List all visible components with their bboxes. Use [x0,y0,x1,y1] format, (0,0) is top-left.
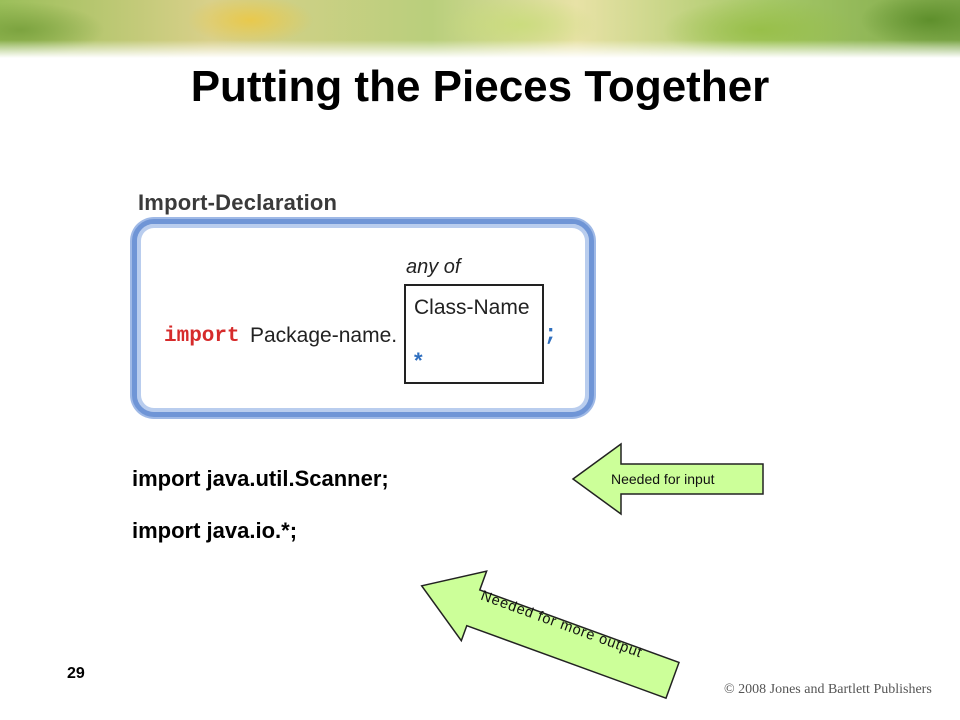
input-callout-arrow [571,442,764,516]
choice-class-name: Class-Name [414,296,530,319]
semicolon-symbol: ; [544,322,558,347]
choice-wildcard: * [414,348,423,373]
code-line-io: import java.io.*; [132,518,298,543]
slide-title: Putting the Pieces Together [190,62,770,111]
any-of-label: any of [406,256,461,278]
decorative-banner [0,0,960,58]
diagram-label: Import-Declaration [138,190,338,215]
code-line-scanner: import java.util.Scanner; [132,466,389,491]
choice-box [404,284,544,384]
input-callout-text: Needed for input [611,471,715,487]
import-keyword: import [164,325,240,348]
package-name-label: Package-name. [250,324,398,347]
output-callout-arrow [420,570,680,700]
copyright-notice: © 2008 Jones and Bartlett Publishers [724,682,932,697]
page-number: 29 [67,665,85,682]
